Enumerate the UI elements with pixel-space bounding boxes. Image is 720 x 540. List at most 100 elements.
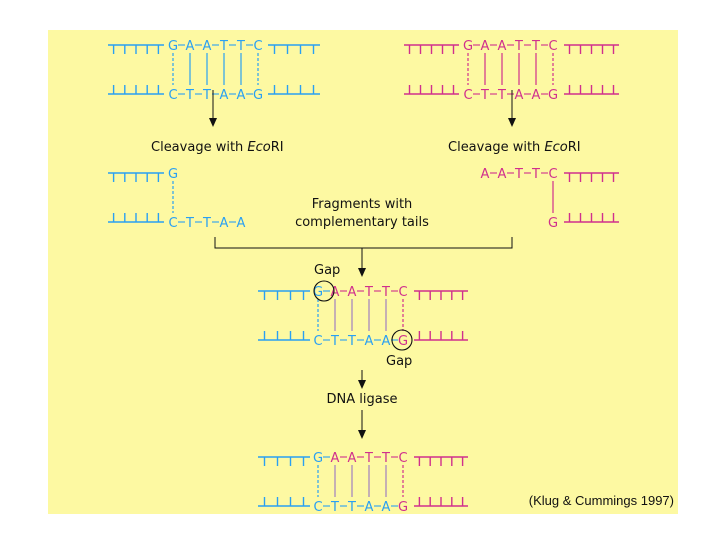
bottom-sequence: G bbox=[548, 216, 558, 231]
cleavage-label-left: Cleavage with EcoRI bbox=[151, 140, 284, 155]
base-letter: A bbox=[203, 39, 212, 54]
base-letter: A bbox=[186, 39, 195, 54]
base-letter: T bbox=[236, 39, 245, 54]
base-letter: C bbox=[168, 216, 177, 231]
citation: (Klug & Cummings 1997) bbox=[529, 493, 674, 508]
base-letter: T bbox=[480, 88, 489, 103]
base-letter: T bbox=[514, 167, 523, 182]
base-letter: A bbox=[237, 216, 246, 231]
base-letter: G bbox=[168, 167, 178, 182]
backbone-left-bottom bbox=[404, 85, 459, 95]
backbone-right-top bbox=[564, 44, 619, 54]
base-letter: A bbox=[331, 285, 340, 300]
fragments-label-line-1: Fragments with bbox=[312, 197, 413, 212]
base-letter: C bbox=[463, 88, 472, 103]
base-letter: T bbox=[497, 88, 506, 103]
base-letter: C bbox=[398, 285, 407, 300]
base-letter: A bbox=[382, 334, 391, 349]
base-letter: G bbox=[398, 334, 408, 349]
arrow-right-cleavage bbox=[508, 90, 516, 127]
backbone-left-top bbox=[258, 290, 310, 300]
cleavage-label-right: Cleavage with EcoRI bbox=[448, 140, 581, 155]
gap-circle-top bbox=[313, 280, 335, 302]
merge-bracket bbox=[214, 237, 513, 249]
backbone-right-top bbox=[268, 44, 320, 54]
backbone-left-top bbox=[108, 172, 164, 182]
base-letter: T bbox=[330, 500, 339, 514]
base-letter: T bbox=[202, 216, 211, 231]
gap-circle-bottom bbox=[391, 329, 413, 351]
backbone-right-top bbox=[414, 290, 468, 300]
backbone-right-top bbox=[564, 172, 619, 182]
backbone-left-bottom bbox=[108, 213, 164, 223]
base-letter: A bbox=[348, 285, 357, 300]
backbone-left-top bbox=[404, 44, 459, 54]
base-letter: T bbox=[185, 88, 194, 103]
backbone-left-top bbox=[108, 44, 164, 54]
base-letter: G bbox=[548, 88, 558, 103]
base-letter: A bbox=[532, 88, 541, 103]
base-letter: G bbox=[313, 285, 323, 300]
backbone-right-top bbox=[414, 456, 468, 466]
base-letter: C bbox=[253, 39, 262, 54]
base-letter: A bbox=[481, 167, 490, 182]
base-letter: T bbox=[381, 451, 390, 466]
base-letter: T bbox=[330, 334, 339, 349]
base-letter: T bbox=[219, 39, 228, 54]
base-letter: T bbox=[531, 39, 540, 54]
base-letter: A bbox=[348, 451, 357, 466]
base-letter: T bbox=[364, 285, 373, 300]
backbone-right-bottom bbox=[564, 213, 619, 223]
backbone-left-bottom bbox=[258, 497, 310, 507]
backbone-right-bottom bbox=[414, 331, 468, 341]
base-letter: C bbox=[313, 334, 322, 349]
base-letter: T bbox=[364, 451, 373, 466]
top-sequence: G bbox=[168, 167, 178, 182]
backbone-right-bottom bbox=[268, 85, 320, 95]
base-letter: A bbox=[498, 39, 507, 54]
base-letter: C bbox=[168, 88, 177, 103]
arrow-to-ligase bbox=[358, 370, 366, 389]
base-letter: C bbox=[548, 39, 557, 54]
backbone-right-bottom bbox=[564, 85, 619, 95]
gap-label-top: Gap bbox=[314, 263, 340, 278]
base-letter: G bbox=[253, 88, 263, 103]
base-letter: T bbox=[514, 39, 523, 54]
base-letter: T bbox=[202, 88, 211, 103]
base-letter: A bbox=[331, 451, 340, 466]
base-letter: A bbox=[237, 88, 246, 103]
fragments-label-line-2: complementary tails bbox=[295, 215, 429, 230]
backbone-left-bottom bbox=[258, 331, 310, 341]
arrow-left-cleavage bbox=[209, 90, 217, 127]
base-letter: G bbox=[398, 500, 408, 514]
ligase-label: DNA ligase bbox=[327, 392, 398, 407]
base-letter: T bbox=[381, 285, 390, 300]
base-letter: A bbox=[220, 216, 229, 231]
base-letter: G bbox=[168, 39, 178, 54]
base-letter: C bbox=[398, 451, 407, 466]
gap-label-bottom: Gap bbox=[386, 354, 412, 369]
base-letter: A bbox=[365, 500, 374, 514]
arrow-to-annealed bbox=[358, 248, 366, 277]
backbone-left-top bbox=[258, 456, 310, 466]
base-pair-rungs bbox=[317, 465, 404, 497]
base-letter: G bbox=[463, 39, 473, 54]
base-letter: G bbox=[313, 451, 323, 466]
base-letter: G bbox=[548, 216, 558, 231]
